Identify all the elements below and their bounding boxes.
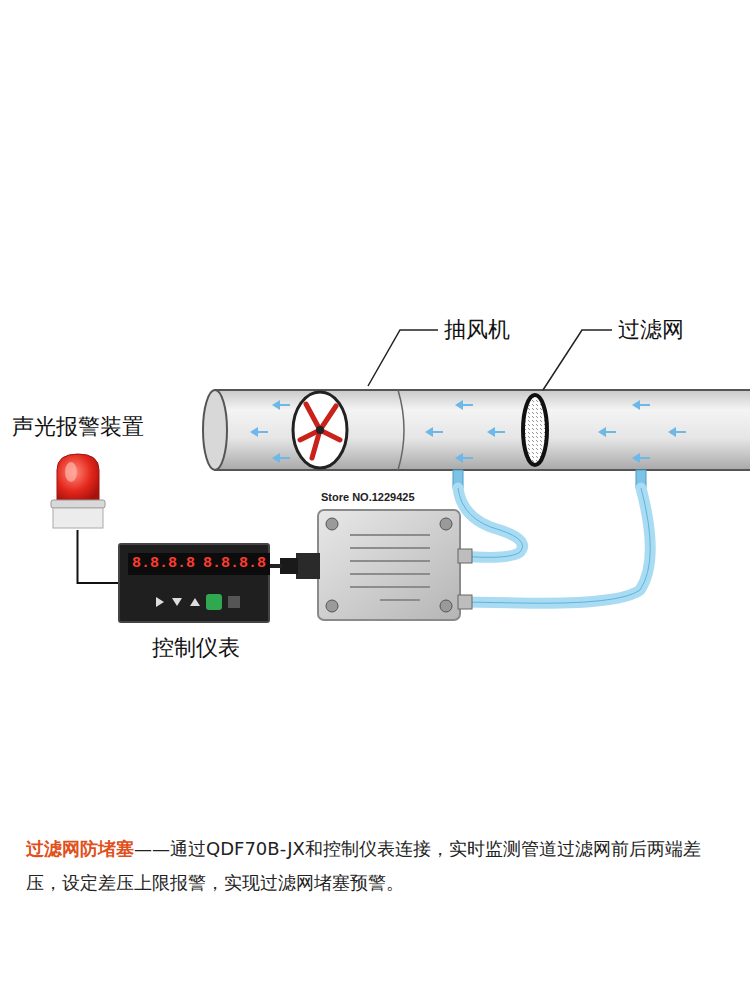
caption-heading: 过滤网防堵塞: [26, 838, 134, 859]
alarm-device: 声光报警装置: [0, 412, 155, 530]
part-label: 抽风机: [444, 315, 510, 345]
instrument-panel: 8.8.8.88.8.8.8: [118, 543, 270, 623]
instrument-label: 控制仪表: [118, 633, 274, 663]
led-display: 8.8.8.8: [128, 553, 199, 575]
wire-line: [78, 530, 119, 583]
signal-wire: [78, 530, 119, 583]
caption: 过滤网防堵塞——通过QDF70B-JX和控制仪表连接，实时监测管道过滤网前后两端…: [26, 832, 731, 900]
alarm-beacon: [43, 450, 113, 530]
device-label: 声光报警装置: [0, 412, 155, 442]
watermark: Store NO.1229425: [318, 490, 418, 504]
control-instrument: 8.8.8.88.8.8.8 控制仪表: [118, 543, 274, 663]
instrument-buttons: [120, 585, 268, 619]
led-display: 8.8.8.8: [199, 553, 270, 575]
display-row: 8.8.8.88.8.8.8: [120, 545, 268, 575]
part-label: 过滤网: [618, 315, 684, 345]
